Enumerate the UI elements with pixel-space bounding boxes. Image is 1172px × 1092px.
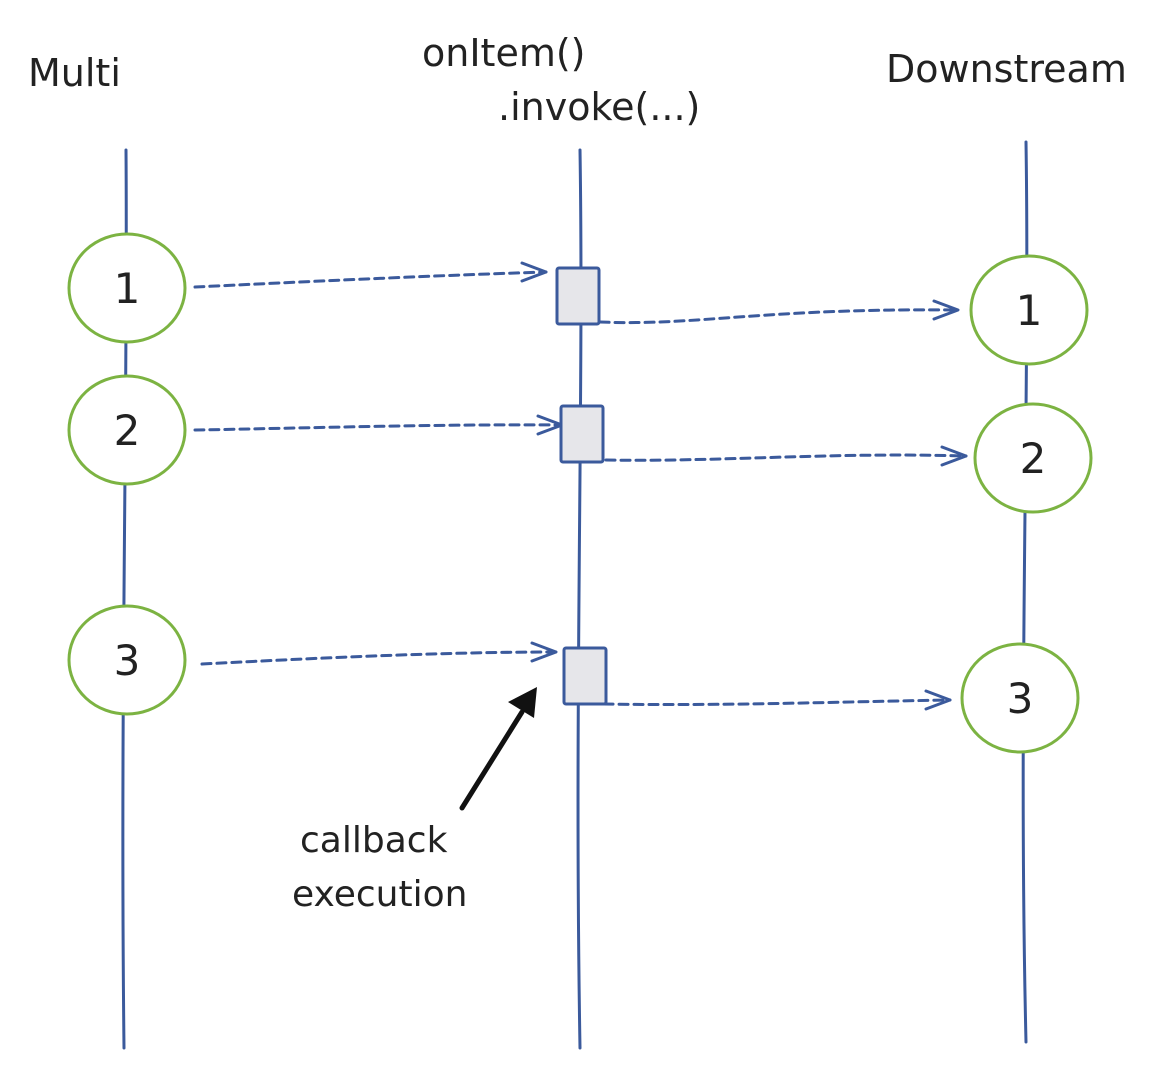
callback-box-3: [562, 646, 608, 706]
arrowhead-operator-to-downstream-1: [932, 299, 960, 321]
arrow-multi-to-operator-2: [193, 423, 564, 432]
multi-item-1: 1: [67, 232, 187, 344]
callback-box-1: [555, 266, 601, 326]
downstream-item-2-label: 2: [1020, 434, 1047, 483]
callback-annotation-arrowhead: [508, 687, 537, 718]
arrow-operator-to-downstream-1: [598, 308, 960, 325]
lane-label-operator: onItem(): [422, 31, 586, 75]
lane-label-downstream: Downstream: [886, 47, 1127, 91]
annotation-callback-line2: execution: [292, 874, 467, 915]
multi-item-3: 3: [67, 604, 187, 716]
downstream-item-1-label: 1: [1016, 286, 1043, 335]
downstream-item-3-label: 3: [1007, 674, 1034, 723]
multi-item-2-label: 2: [114, 406, 141, 455]
callback-box-2: [559, 404, 605, 464]
lifeline-operator: [576, 148, 583, 1050]
arrowhead-multi-to-operator-3: [530, 641, 558, 663]
arrowhead-multi-to-operator-1: [520, 261, 548, 283]
downstream-item-2: 2: [973, 402, 1093, 514]
multi-item-1-label: 1: [114, 264, 141, 313]
arrow-operator-to-downstream-3: [602, 698, 952, 707]
arrow-multi-to-operator-3: [200, 650, 558, 666]
arrow-operator-to-downstream-2: [604, 453, 968, 462]
arrow-multi-to-operator-1: [193, 270, 548, 289]
lane-label-operator-invoke: .invoke(...): [498, 85, 700, 129]
callback-annotation-arrow: [459, 709, 525, 811]
downstream-item-3: 3: [960, 642, 1080, 754]
arrowhead-operator-to-downstream-3: [924, 689, 952, 711]
downstream-item-1: 1: [969, 254, 1089, 366]
multi-item-3-label: 3: [114, 636, 141, 685]
multi-item-2: 2: [67, 374, 187, 486]
lane-label-multi: Multi: [28, 51, 121, 95]
arrowhead-operator-to-downstream-2: [940, 445, 968, 467]
annotation-callback-line1: callback: [300, 820, 448, 861]
